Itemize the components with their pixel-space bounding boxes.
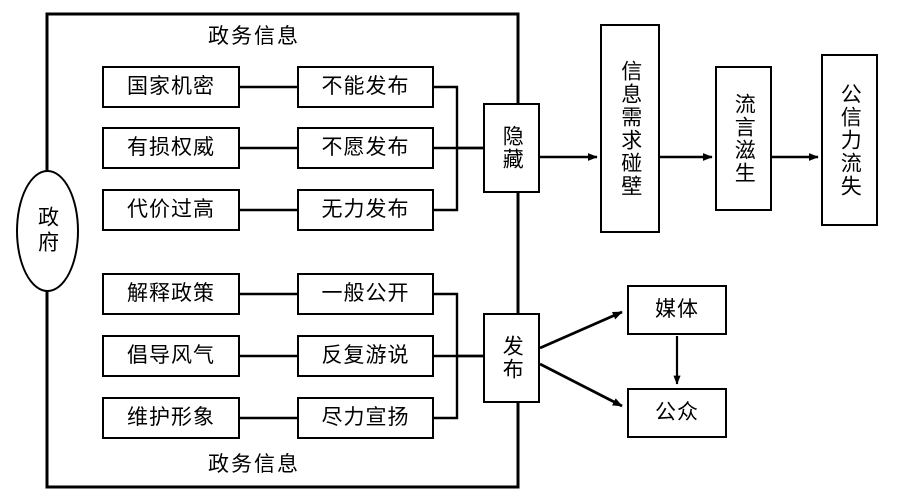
actor-government[interactable]: 政府 xyxy=(16,170,79,292)
effect-unable-publish[interactable]: 无力发布 xyxy=(297,189,434,231)
arrow-release-to-public xyxy=(539,362,623,408)
target-media[interactable]: 媒体 xyxy=(627,285,727,335)
hidden-branch-links xyxy=(240,85,297,212)
outer-frame xyxy=(45,12,520,489)
consequence-rumor-growth[interactable]: 流言滋生 xyxy=(715,66,772,211)
diagram-title-top: 政务信息 xyxy=(208,24,300,48)
hub-release[interactable]: 发布 xyxy=(483,313,540,403)
cause-harms-authority[interactable]: 有损权威 xyxy=(102,127,240,169)
arrow-release-to-media xyxy=(539,310,623,350)
effect-cannot-publish[interactable]: 不能发布 xyxy=(297,66,434,108)
release-branch-links xyxy=(240,292,297,420)
effect-general-disclosure[interactable]: 一般公开 xyxy=(297,273,434,315)
target-public[interactable]: 公众 xyxy=(627,388,727,438)
effect-unwilling-publish[interactable]: 不愿发布 xyxy=(297,127,434,169)
consequence-credibility-loss[interactable]: 公信力流失 xyxy=(821,54,878,226)
cause-cost-too-high[interactable]: 代价过高 xyxy=(102,189,240,231)
diagram-title-bottom: 政务信息 xyxy=(208,452,300,476)
effect-repeated-lobbying[interactable]: 反复游说 xyxy=(297,335,434,377)
release-branch-bracket xyxy=(434,292,483,420)
cause-explain-policy[interactable]: 解释政策 xyxy=(102,273,240,315)
consequence-information-demand-blocked[interactable]: 信息需求碰壁 xyxy=(600,24,660,233)
hidden-branch-bracket xyxy=(434,85,483,212)
effect-full-promotion[interactable]: 尽力宣扬 xyxy=(297,397,434,439)
cause-advocate-ethos[interactable]: 倡导风气 xyxy=(102,335,240,377)
hub-hide[interactable]: 隐藏 xyxy=(483,103,540,193)
cause-state-secret[interactable]: 国家机密 xyxy=(102,66,240,108)
cause-maintain-image[interactable]: 维护形象 xyxy=(102,397,240,439)
